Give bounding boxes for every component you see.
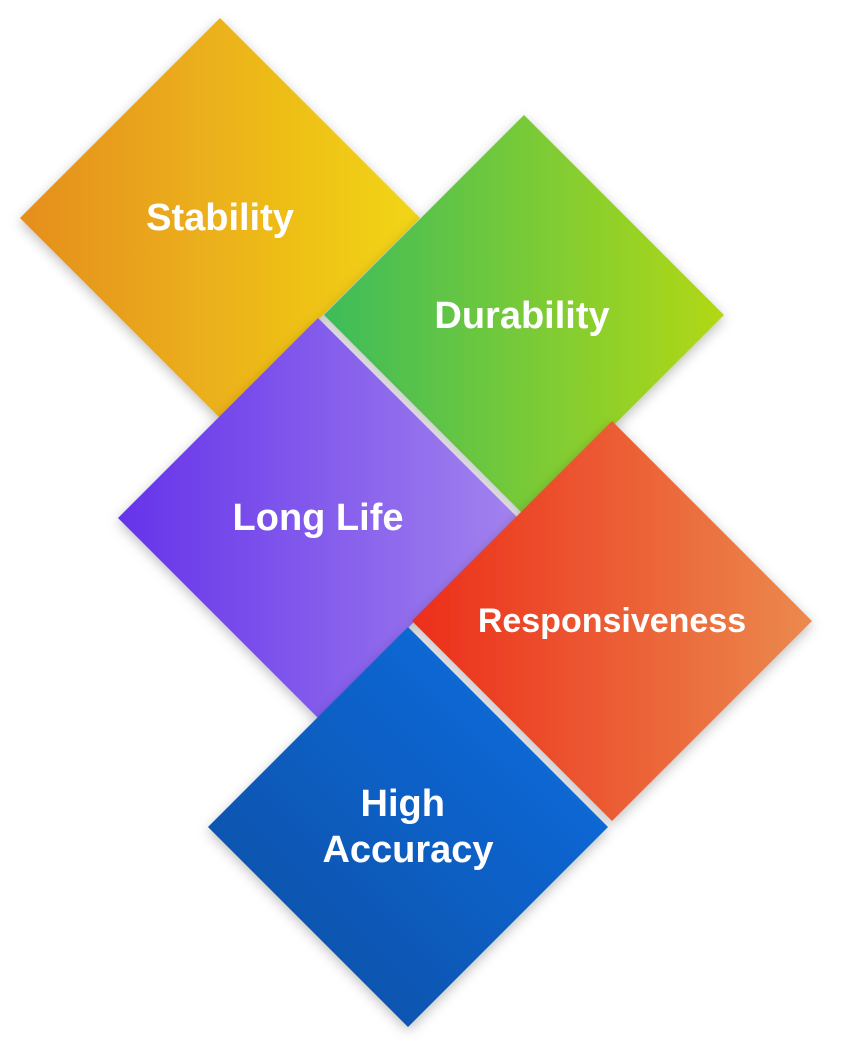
diamond-responsiveness-shape [412, 421, 812, 821]
svg-text:Durability: Durability [434, 295, 609, 337]
diamond-durability-label: Durability [434, 295, 609, 337]
diamond-responsiveness-label: Responsiveness [478, 602, 746, 640]
svg-text:Long Life: Long Life [233, 497, 404, 539]
diamond-stability-label: Stability [146, 197, 294, 239]
diamond-long-life-label: Long Life [233, 497, 404, 539]
diamond-stability-shape [20, 18, 420, 418]
diamond-stability: Stability [20, 18, 420, 418]
diamond-responsiveness: Responsiveness [412, 421, 812, 821]
diamond-high-accuracy-shape [208, 627, 608, 1027]
svg-text:Responsiveness: Responsiveness [478, 602, 746, 640]
diamond-high-accuracy-label-line-1: High [361, 783, 445, 825]
svg-text:High Accuracy: High Accuracy [322, 783, 493, 871]
diamond-high-accuracy: High Accuracy [208, 627, 608, 1027]
diamond-durability: Durability [324, 115, 724, 515]
svg-text:Stability: Stability [146, 197, 294, 239]
diamond-high-accuracy-label-line-2: Accuracy [322, 829, 493, 871]
diamond-durability-shape [324, 115, 724, 515]
